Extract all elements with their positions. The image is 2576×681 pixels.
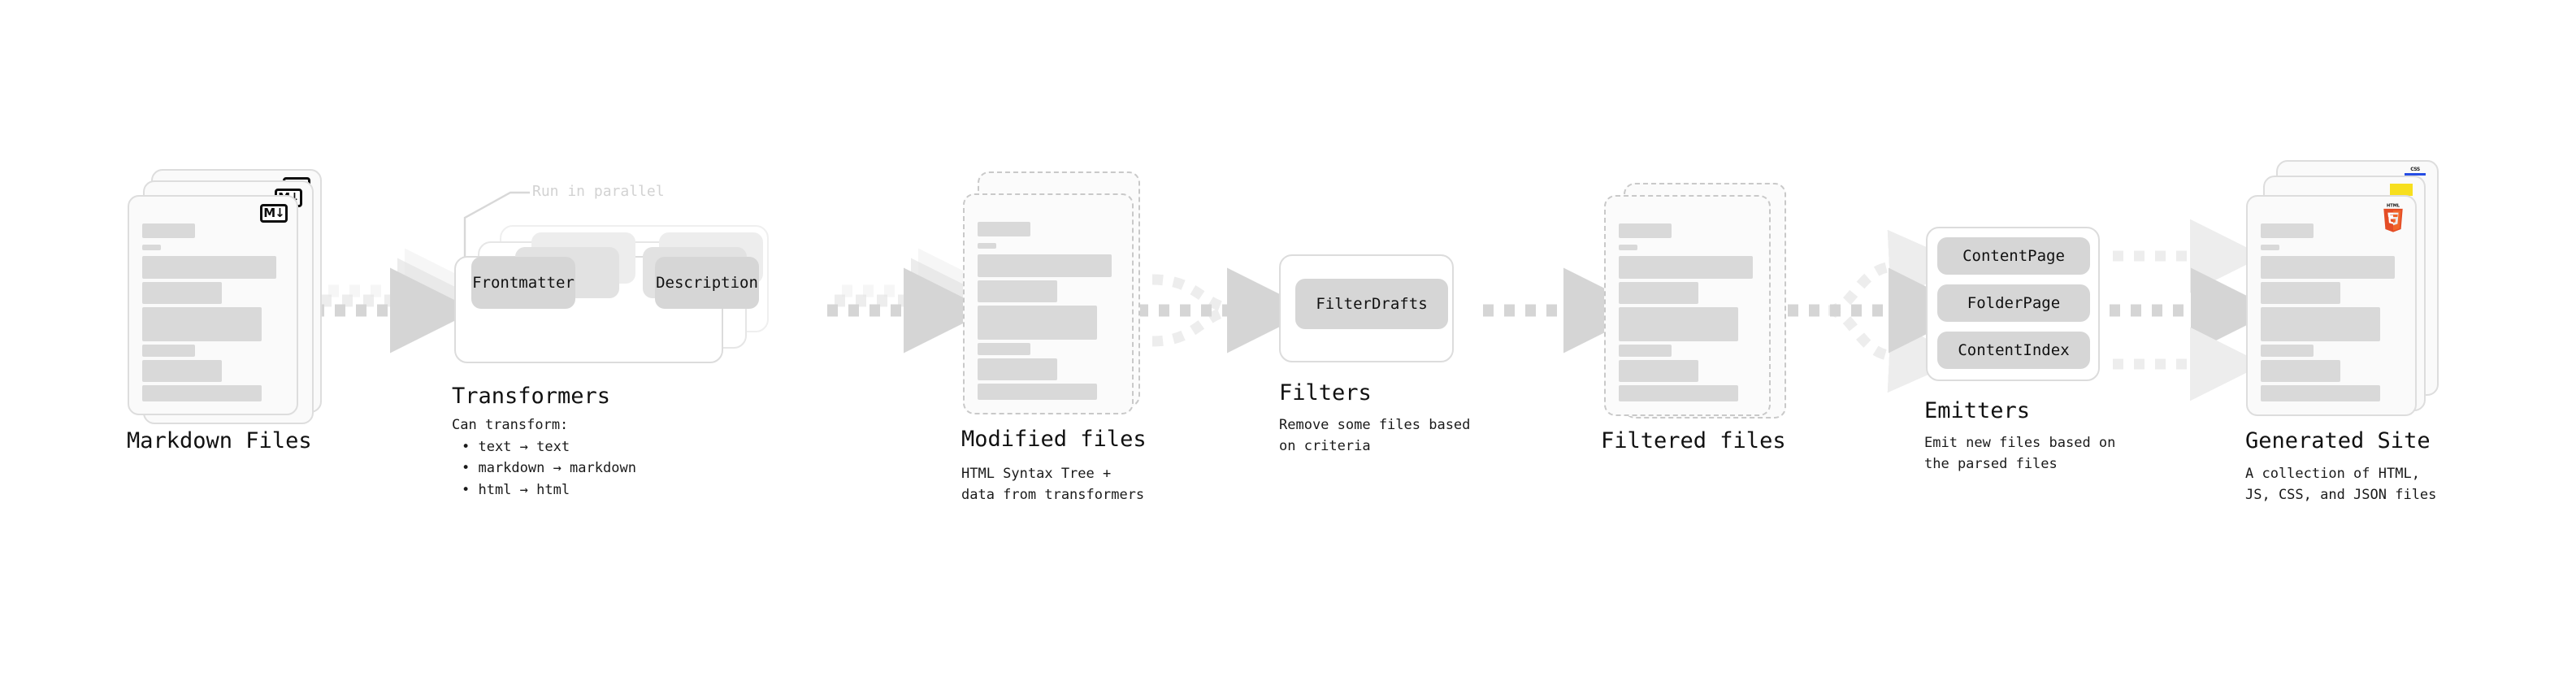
skeleton-bar xyxy=(978,384,1097,400)
skeleton-bar xyxy=(978,358,1057,380)
skeleton-bar xyxy=(142,245,161,250)
transformers-bullet-2: • html → html xyxy=(462,482,570,498)
skeleton-bar xyxy=(142,223,195,238)
stage-title-modified-files: Modified files xyxy=(961,427,1147,452)
skeleton-bar xyxy=(1619,245,1637,250)
stage-title-emitters: Emitters xyxy=(1924,398,2031,423)
transformer-chip-frontmatter[interactable]: Frontmatter xyxy=(471,257,575,309)
skeleton-bar xyxy=(2261,245,2279,250)
emitter-chip-contentpage[interactable]: ContentPage xyxy=(1937,237,2090,275)
stage-title-markdown-files: Markdown Files xyxy=(127,428,312,453)
arrow-emitters-to-site xyxy=(2110,219,2276,401)
emitter-chip-contentindex[interactable]: ContentIndex xyxy=(1937,332,2090,369)
run-in-parallel-label: Run in parallel xyxy=(532,183,665,200)
skeleton-bar xyxy=(142,360,222,382)
skeleton-bar xyxy=(1619,385,1738,401)
site-card-html: HTML xyxy=(2246,195,2417,416)
modified-card-front xyxy=(963,193,1134,414)
stage-title-transformers: Transformers xyxy=(452,384,611,409)
generated-site-subtitle: A collection of HTML, JS, CSS, and JSON … xyxy=(2245,466,2437,503)
skeleton-bar xyxy=(978,280,1057,302)
css-badge: CSS xyxy=(2405,167,2426,177)
skeleton-bar xyxy=(142,345,195,357)
transformer-chip-description[interactable]: Description xyxy=(655,257,759,309)
skeleton-bar xyxy=(1619,282,1698,304)
skeleton-bar xyxy=(2261,360,2340,382)
css-badge-underline xyxy=(2405,173,2426,176)
markdown-badge-front: M↓ xyxy=(260,204,288,223)
arrow-markdown-to-transformers xyxy=(314,248,490,354)
skeleton-bar xyxy=(978,222,1030,236)
modified-files-subtitle: HTML Syntax Tree + data from transformer… xyxy=(961,466,1145,503)
css-badge-label: CSS xyxy=(2410,167,2420,172)
skeleton-bar xyxy=(142,307,262,341)
skeleton-bar xyxy=(142,256,276,279)
js-badge xyxy=(2390,184,2413,196)
svg-text:HTML: HTML xyxy=(2387,203,2400,208)
skeleton-bar xyxy=(1619,307,1738,341)
emitter-chip-folderpage[interactable]: FolderPage xyxy=(1937,284,2090,322)
arrow-filtered-to-emitters xyxy=(1788,229,1974,393)
skeleton-bar xyxy=(1619,223,1672,238)
html5-icon: HTML xyxy=(2383,203,2403,232)
stage-title-filtered-files: Filtered files xyxy=(1601,428,1786,453)
emitters-subtitle: Emit new files based on the parsed files xyxy=(1924,435,2116,472)
skeleton-bar xyxy=(2261,282,2340,304)
stage-title-generated-site: Generated Site xyxy=(2245,428,2431,453)
skeleton-bar xyxy=(978,243,996,249)
skeleton-bar xyxy=(978,254,1112,277)
filter-chip-filterdrafts[interactable]: FilterDrafts xyxy=(1295,279,1448,329)
skeleton-bar xyxy=(978,343,1030,355)
markdown-card-front: M↓ xyxy=(128,195,298,415)
skeleton-bar xyxy=(2261,345,2314,357)
filtered-card-front xyxy=(1604,195,1771,416)
transformers-bullet-0: • text → text xyxy=(462,439,570,455)
arrow-transformers-to-modified xyxy=(827,248,1004,354)
skeleton-bar xyxy=(142,282,222,304)
skeleton-bar xyxy=(1619,345,1672,357)
skeleton-bar xyxy=(1619,360,1698,382)
arrow-modified-to-filters xyxy=(1138,267,1312,354)
skeleton-bar xyxy=(978,306,1097,340)
filters-subtitle: Remove some files based on criteria xyxy=(1279,417,1471,454)
skeleton-bar xyxy=(142,385,262,401)
skeleton-bar xyxy=(2261,385,2380,401)
skeleton-bar xyxy=(2261,256,2395,279)
transformers-bullet-1: • markdown → markdown xyxy=(462,460,636,476)
transformers-subtitle: Can transform: xyxy=(452,417,569,433)
skeleton-bar xyxy=(2261,223,2314,238)
skeleton-bar xyxy=(2261,307,2380,341)
skeleton-bar xyxy=(1619,256,1753,279)
stage-title-filters: Filters xyxy=(1279,380,1372,406)
